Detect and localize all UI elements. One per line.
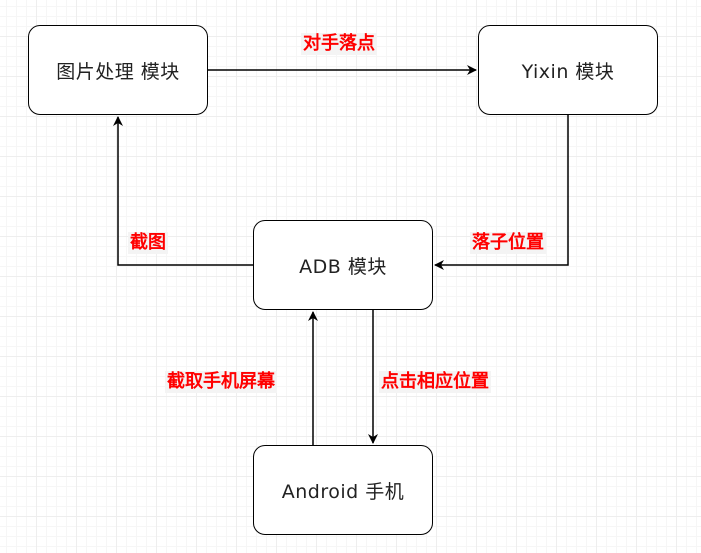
node-label-adb: ADB 模块 [299,255,387,278]
edge-label-screenshot: 截图 [128,232,168,254]
node-label-android-phone: Android 手机 [281,480,405,503]
yixin-module-node[interactable]: Yixin 模块 [478,25,658,115]
edge-label-capture-screen: 截取手机屏幕 [165,371,277,393]
android-phone-node[interactable]: Android 手机 [253,445,433,535]
edge-label-opponent-move: 对手落点 [301,33,377,55]
node-label-yixin: Yixin 模块 [521,60,615,83]
edge-label-stone-position: 落子位置 [470,232,546,254]
image-processing-module-node[interactable]: 图片处理 模块 [28,25,208,115]
node-label-image-processing: 图片处理 模块 [56,60,180,83]
edge-adb-to-image [113,116,253,266]
edge-label-tap-position: 点击相应位置 [379,371,491,393]
adb-module-node[interactable]: ADB 模块 [253,220,433,310]
edge-yixin-to-adb [434,115,569,270]
